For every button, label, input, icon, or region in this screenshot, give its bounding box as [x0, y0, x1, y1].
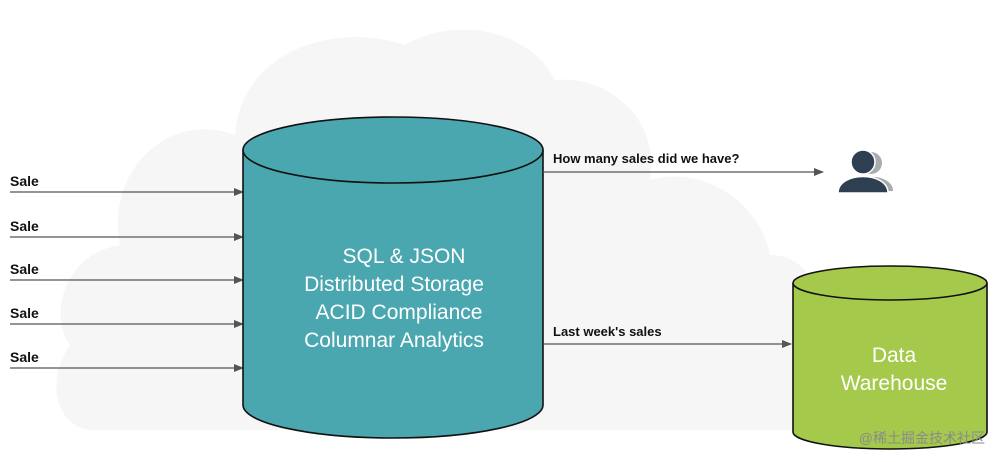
input-arrows [10, 188, 244, 372]
database-line-1: SQL & JSON [343, 245, 466, 268]
data-warehouse-cylinder: Data Warehouse [792, 265, 988, 450]
input-labels: Sale Sale Sale Sale Sale [10, 173, 39, 365]
warehouse-line-2: Warehouse [841, 372, 948, 395]
input-label-4: Sale [10, 305, 39, 321]
database-cylinder: SQL & JSON Distributed Storage ACID Comp… [242, 116, 544, 439]
input-label-1: Sale [10, 173, 39, 189]
users-icon [837, 149, 893, 194]
input-label-3: Sale [10, 261, 39, 277]
input-label-5: Sale [10, 349, 39, 365]
input-label-2: Sale [10, 218, 39, 234]
database-line-4: Columnar Analytics [304, 329, 484, 352]
database-top [242, 116, 544, 184]
database-line-3: ACID Compliance [316, 301, 483, 324]
watermark-text: @稀土掘金技术社区 [859, 430, 985, 446]
database-body [242, 150, 544, 439]
warehouse-line-1: Data [872, 344, 917, 367]
warehouse-body [792, 283, 988, 450]
query-label: How many sales did we have? [553, 151, 739, 166]
warehouse-top [792, 265, 988, 301]
output-arrows: How many sales did we have? Last week's … [543, 151, 824, 348]
database-line-2: Distributed Storage [304, 273, 484, 296]
warehouse-arrow-label: Last week's sales [553, 324, 662, 339]
